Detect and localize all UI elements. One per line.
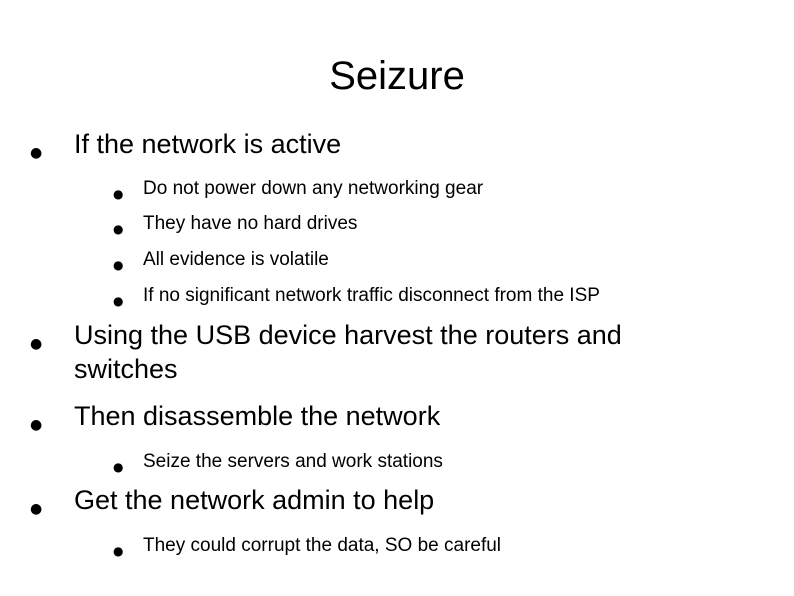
bullet-icon: ●: [113, 294, 124, 308]
sub-bullet-text: Seize the servers and work stations: [143, 451, 443, 472]
sub-bullet-text: They could corrupt the data, SO be caref…: [143, 535, 502, 556]
bullet-text: If the network is active: [74, 129, 342, 159]
bullet-icon: ●: [113, 187, 124, 201]
bullet-icon: ●: [113, 544, 124, 558]
bullet-icon: ●: [30, 336, 43, 352]
bullet-text: Using the USB device harvest the routers…: [74, 320, 622, 384]
sub-bullet-text: If no significant network traffic discon…: [143, 285, 600, 306]
sub-bullet-text: Do not power down any networking gear: [143, 178, 484, 199]
bullet-text: Get the network admin to help: [74, 485, 435, 515]
slide-title: Seizure: [329, 54, 465, 98]
bullet-icon: ●: [113, 222, 124, 236]
sub-bullet-text: All evidence is volatile: [143, 249, 329, 270]
bullet-icon: ●: [113, 258, 124, 272]
bullet-text: Then disassemble the network: [74, 401, 441, 431]
bullet-icon: ●: [30, 145, 43, 161]
bullet-icon: ●: [30, 417, 43, 433]
bullet-icon: ●: [113, 460, 124, 474]
bullet-icon: ●: [30, 501, 43, 517]
sub-bullet-text: They have no hard drives: [143, 213, 358, 234]
